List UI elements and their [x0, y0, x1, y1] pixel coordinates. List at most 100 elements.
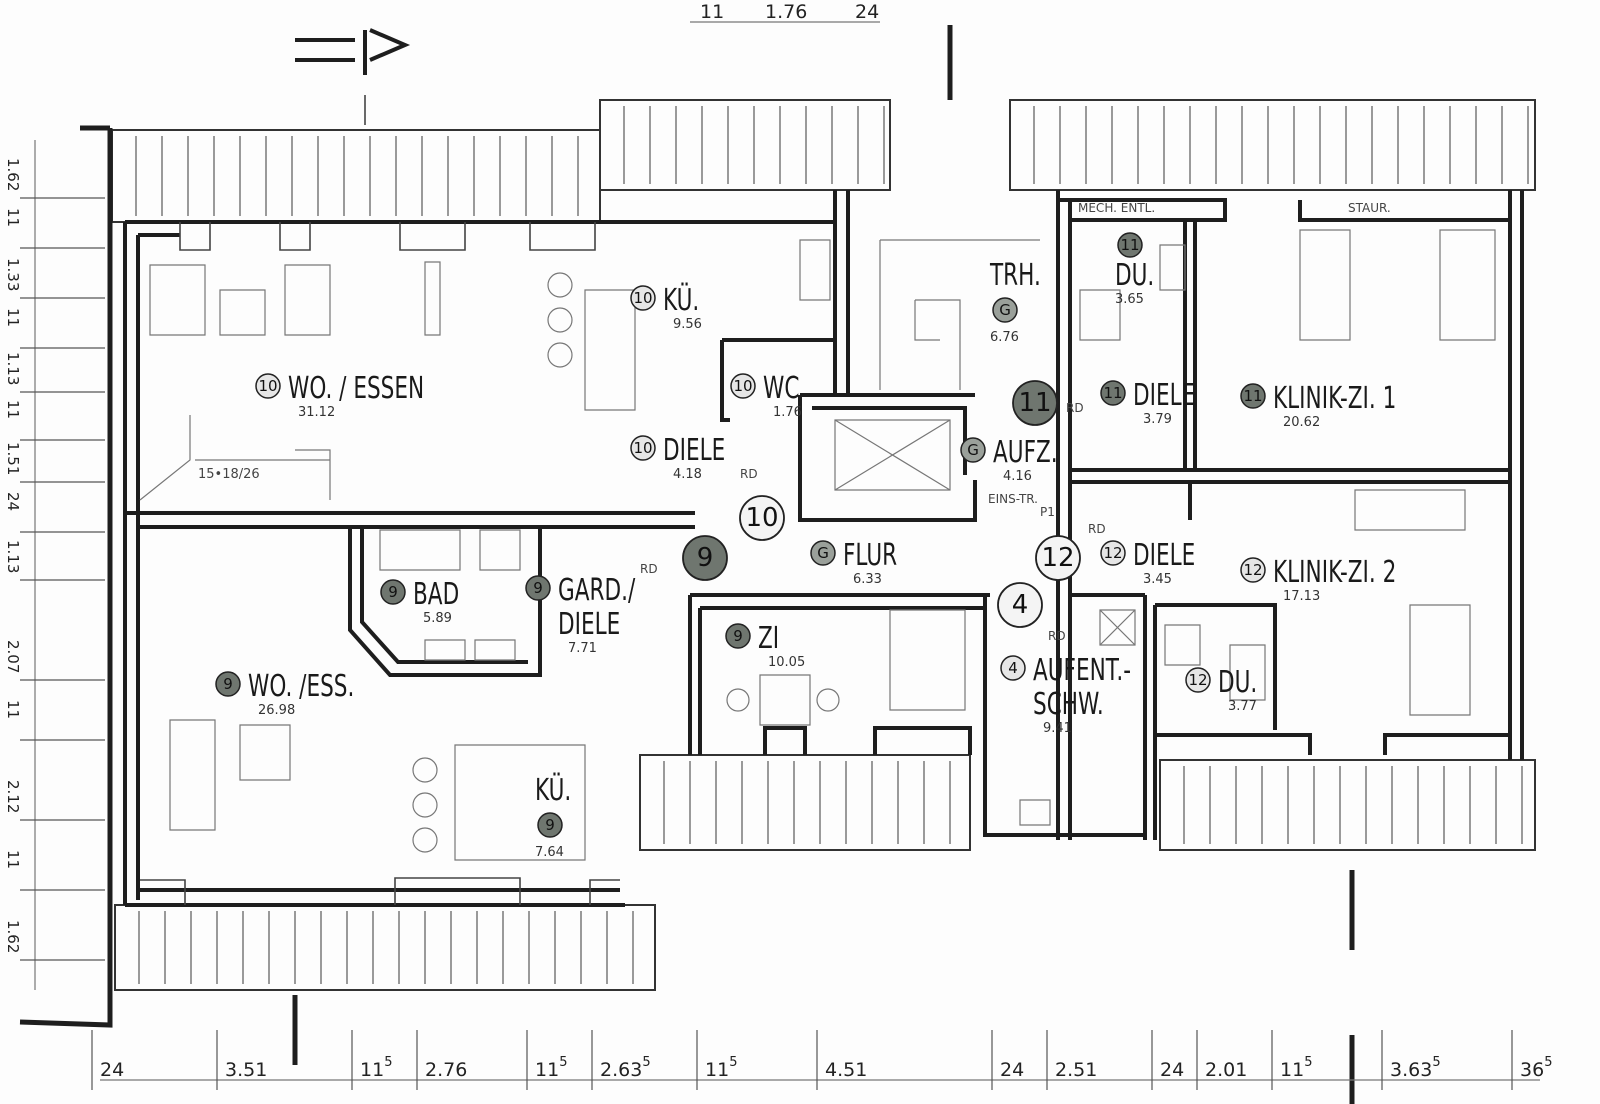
walls	[19, 21, 1540, 1104]
unit-badge-number: 10	[733, 377, 752, 395]
unit-badge	[630, 435, 656, 461]
dimension-left: 1.51	[4, 442, 22, 475]
dimension-left: 2.07	[4, 640, 22, 673]
room-area: 1.76	[773, 405, 802, 420]
dimension-bottom: 2.635	[600, 1055, 651, 1081]
dimension-top: 24	[855, 1, 879, 23]
room-name: WC	[763, 372, 799, 406]
room-name: BAD	[413, 578, 459, 612]
room-area: 10.05	[768, 655, 805, 670]
room-area: 26.98	[258, 703, 295, 718]
room-klinik-zi-2: 12 KLINIK-ZI. 217.13	[1240, 556, 1396, 604]
unit-badge-number: 4	[1008, 659, 1018, 677]
room-name: DIELE	[663, 434, 725, 468]
unit-door-marker: 9	[682, 535, 728, 581]
room-area: 31.12	[298, 405, 335, 420]
room-area: 7.71	[568, 641, 597, 656]
room-area: 6.76	[990, 330, 1019, 345]
dimension-left: 1.62	[4, 158, 22, 191]
unit-door-marker: 10	[739, 495, 785, 541]
unit-badge	[215, 671, 241, 697]
unit-badge-number: 9	[545, 816, 555, 834]
unit-door-marker: 4	[997, 582, 1043, 628]
unit-door-markers: 10 9 11 12 4	[682, 380, 1081, 628]
unit-badge-number: 12	[1103, 544, 1122, 562]
room-wc: 10 WC1.76	[730, 372, 802, 420]
dimension-left: 24	[4, 492, 22, 511]
dimension-bottom: 24	[1000, 1059, 1024, 1081]
annotations: MECH. ENTL. STAUR. 15•18/26 EINS-TR. P1 …	[198, 201, 1391, 643]
unit-badge	[630, 285, 656, 311]
room-area: 3.65	[1115, 292, 1144, 307]
rd-label: RD	[1048, 629, 1066, 643]
room-name: KLINIK-ZI. 2	[1273, 556, 1396, 590]
rd-label: RD	[640, 562, 658, 576]
balcony	[639, 754, 971, 851]
dimension-left: 1.13	[4, 540, 22, 573]
dimension-left: 11	[4, 308, 22, 327]
room-area: 3.45	[1143, 572, 1172, 587]
unit-badge-number: G	[999, 301, 1011, 319]
balcony	[599, 99, 891, 191]
room-area: 5.89	[423, 611, 452, 626]
room-name: SCHW.	[1033, 688, 1104, 722]
balcony	[114, 904, 656, 991]
room-name: DU.	[1115, 259, 1154, 293]
unit-door-number: 9	[697, 543, 714, 573]
unit-badge-number: 9	[388, 583, 398, 601]
elevator-door-sub-label: P1	[1040, 505, 1055, 519]
unit-door-number: 10	[745, 503, 778, 533]
dimension-bottom: 2.76	[425, 1059, 467, 1081]
unit-door-number: 12	[1041, 543, 1074, 573]
dimension-top: 11	[700, 1, 724, 23]
unit-badge	[810, 540, 836, 566]
room-name: KÜ.	[663, 281, 699, 318]
unit-badge-number: 10	[633, 439, 652, 457]
unit-badge-number: 9	[533, 579, 543, 597]
unit-badge	[730, 373, 756, 399]
room-area: 9.41	[1043, 721, 1072, 736]
unit-badge-number: 12	[1243, 561, 1262, 579]
unit-badge-number: 9	[733, 627, 743, 645]
dimension-bottom: 24	[100, 1059, 124, 1081]
unit-badge-number: G	[817, 544, 829, 562]
room-area: 17.13	[1283, 589, 1320, 604]
room-name: KLINIK-ZI. 1	[1273, 382, 1396, 416]
unit-badge	[1000, 655, 1026, 681]
dimension-left: 11	[4, 208, 22, 227]
dimension-bottom: 115	[360, 1055, 392, 1081]
unit-badge	[960, 437, 986, 463]
unit-badge-number: 10	[258, 377, 277, 395]
dimension-left: 11	[4, 400, 22, 419]
dimension-bottom: 2.51	[1055, 1059, 1097, 1081]
dimension-bottom: 115	[535, 1055, 567, 1081]
unit-badge	[725, 623, 751, 649]
stair-spec-label: 15•18/26	[198, 467, 260, 482]
unit-badge-number: 9	[223, 675, 233, 693]
unit-door-number: 11	[1018, 388, 1051, 418]
dimension-bottom: 4.51	[825, 1059, 867, 1081]
room-k: 9KÜ.7.64	[535, 771, 571, 860]
unit-badge-number: 11	[1243, 387, 1262, 405]
dimension-bottom: 115	[1280, 1055, 1312, 1081]
room-area: 20.62	[1283, 415, 1320, 430]
unit-badge	[537, 812, 563, 838]
elevator-door-label: EINS-TR.	[988, 492, 1038, 506]
unit-badge	[1185, 667, 1211, 693]
room-name: GARD./	[558, 574, 635, 608]
unit-badge	[992, 297, 1018, 323]
dimension-left: 1.13	[4, 352, 22, 385]
unit-badge	[1100, 540, 1126, 566]
